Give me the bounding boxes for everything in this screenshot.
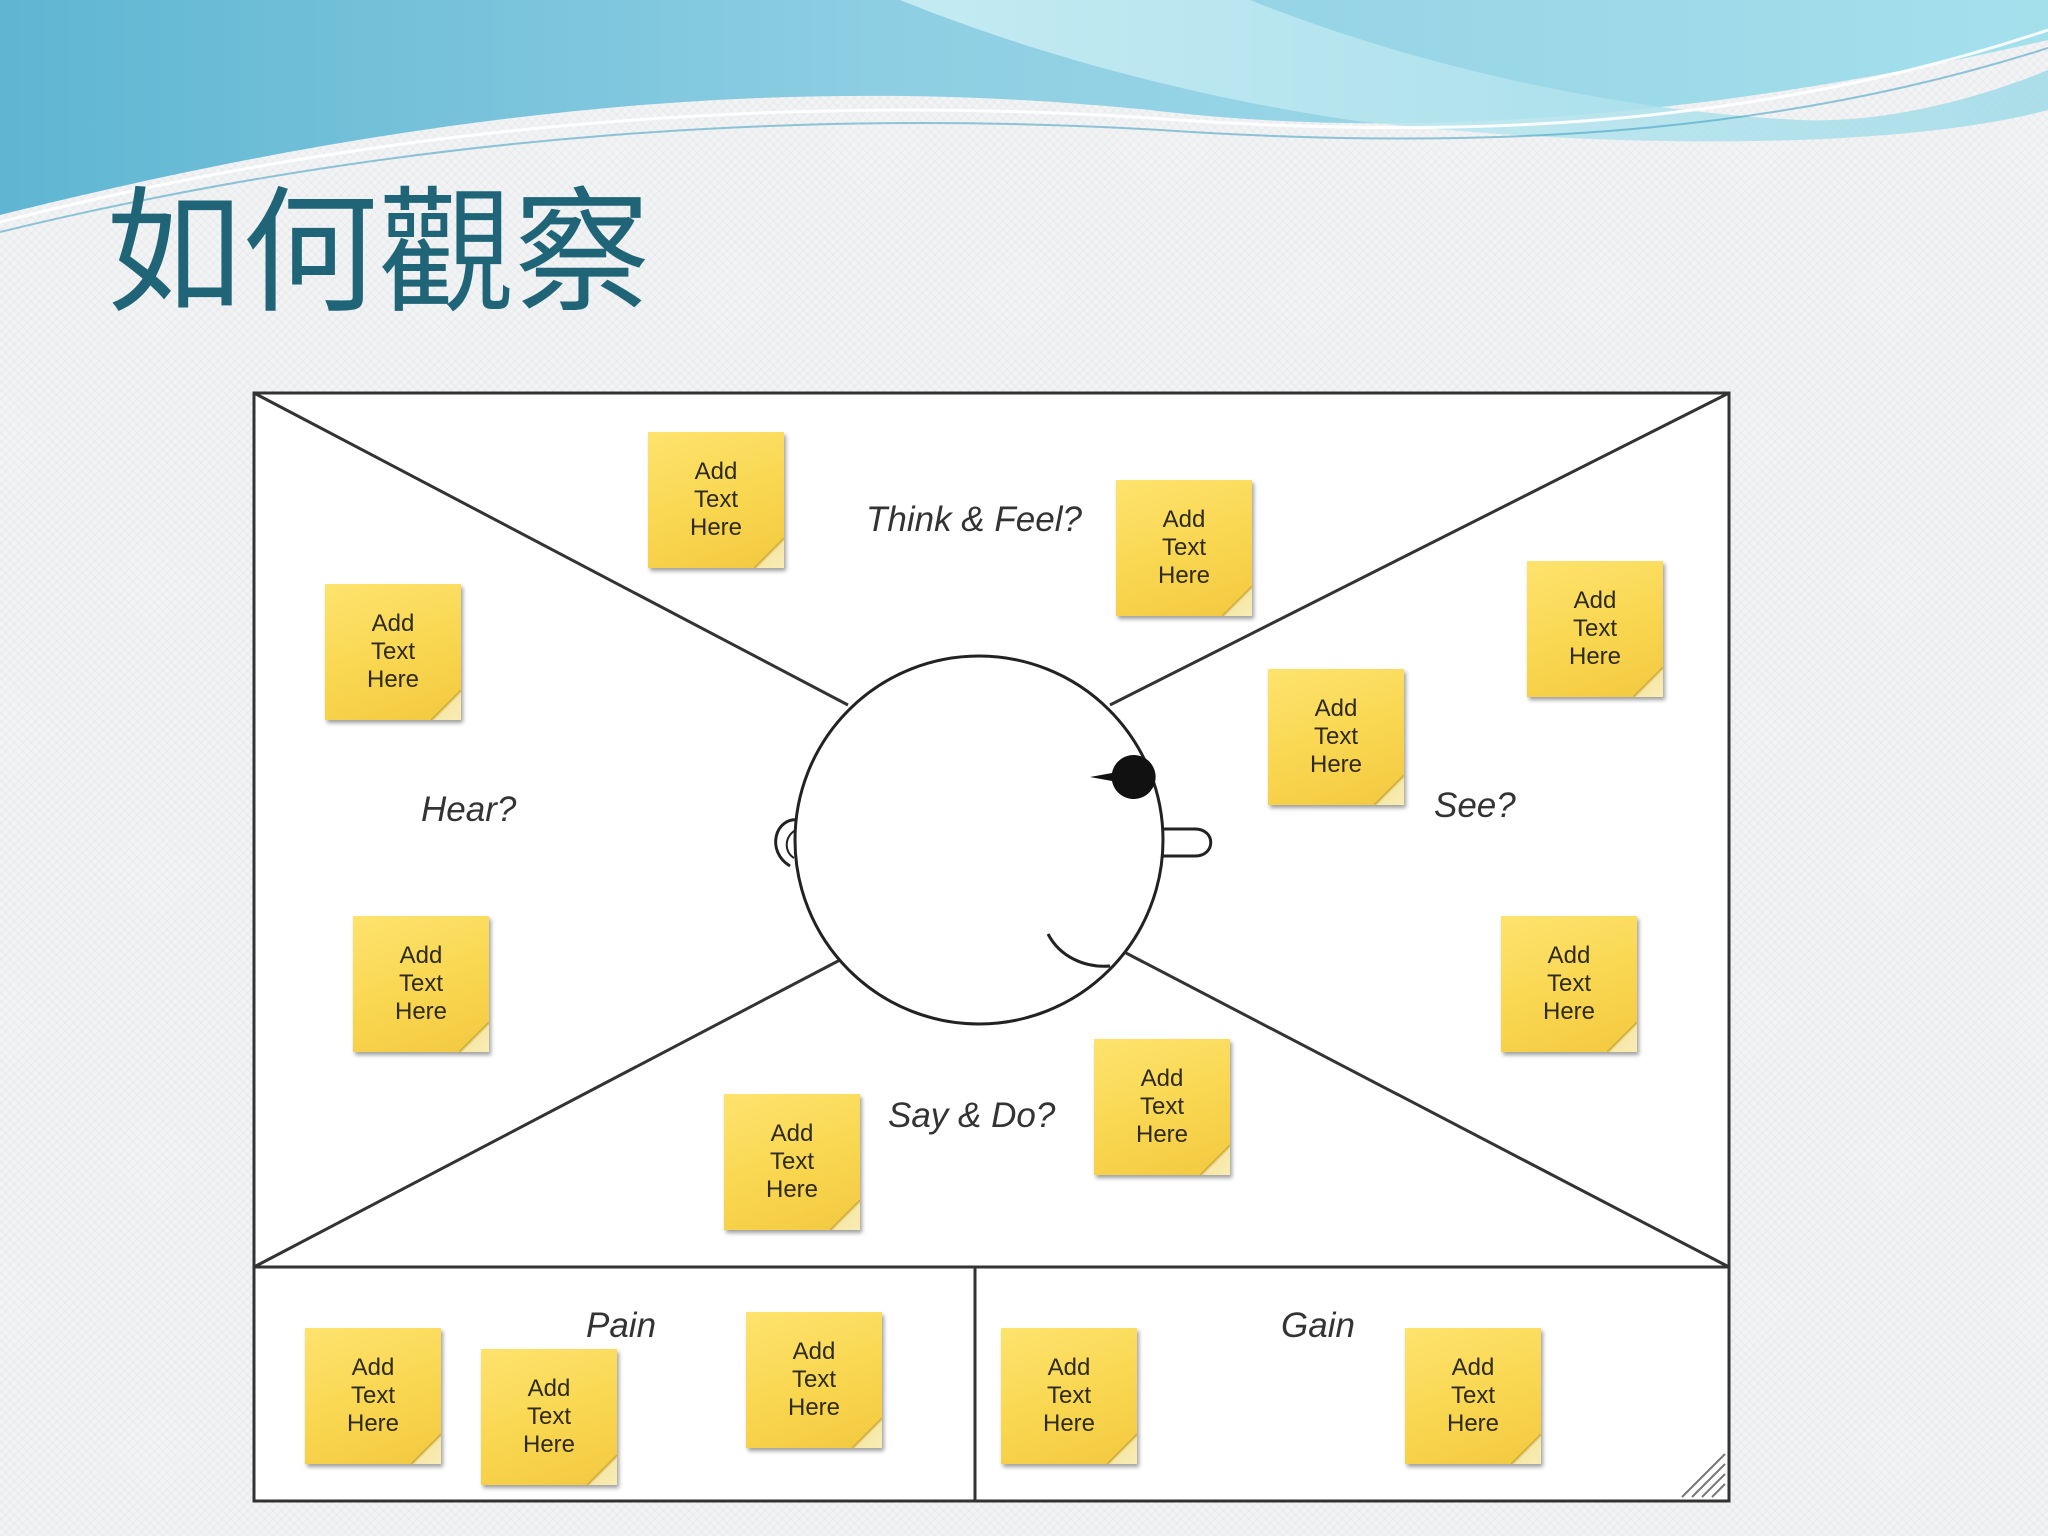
sticky-note-text: Add Text Here <box>1542 942 1596 1025</box>
sticky-note-text: Add Text Here <box>1568 587 1622 670</box>
sticky-note-text: Add Text Here <box>1309 695 1363 778</box>
sticky-note-text: Add Text Here <box>1157 506 1211 589</box>
sticky-note-text: Add Text Here <box>1446 1354 1500 1437</box>
sticky-note-text: Add Text Here <box>689 458 743 541</box>
pain-label: Pain <box>586 1306 657 1345</box>
sticky-note-text: Add Text Here <box>346 1354 400 1437</box>
sticky-note-hear-1[interactable]: Add Text Here <box>325 584 461 720</box>
sticky-note-think-feel-1[interactable]: Add Text Here <box>648 432 784 568</box>
head-icon <box>774 654 1213 1026</box>
resize-grip-icon <box>1681 1453 1726 1498</box>
nose-icon <box>1163 827 1213 858</box>
sticky-note-gain-2[interactable]: Add Text Here <box>1405 1328 1541 1464</box>
sticky-note-see-2[interactable]: Add Text Here <box>1268 669 1404 805</box>
sticky-note-say-do-1[interactable]: Add Text Here <box>724 1094 860 1230</box>
sticky-note-text: Add Text Here <box>1042 1354 1096 1437</box>
think-feel-label: Think & Feel? <box>866 500 1082 539</box>
sticky-note-think-feel-2[interactable]: Add Text Here <box>1116 480 1252 616</box>
sticky-note-pain-3[interactable]: Add Text Here <box>746 1312 882 1448</box>
sticky-note-see-3[interactable]: Add Text Here <box>1501 916 1637 1052</box>
header-wave-decoration <box>0 0 2048 233</box>
sticky-note-hear-2[interactable]: Add Text Here <box>353 916 489 1052</box>
sticky-note-pain-2[interactable]: Add Text Here <box>481 1349 617 1485</box>
diagonal-bottom-left <box>253 958 841 1269</box>
sticky-note-text: Add Text Here <box>522 1375 576 1458</box>
sticky-note-say-do-2[interactable]: Add Text Here <box>1094 1039 1230 1175</box>
sticky-note-gain-1[interactable]: Add Text Here <box>1001 1328 1137 1464</box>
eye-icon <box>1090 755 1156 800</box>
sticky-note-see-1[interactable]: Add Text Here <box>1527 561 1663 697</box>
mouth-icon <box>1046 933 1111 968</box>
diagonal-top-left <box>253 391 849 707</box>
say-do-label: Say & Do? <box>888 1096 1056 1135</box>
see-label: See? <box>1434 786 1516 825</box>
hear-label: Hear? <box>421 790 517 829</box>
sticky-note-text: Add Text Here <box>787 1338 841 1421</box>
sticky-note-text: Add Text Here <box>394 942 448 1025</box>
slide-title: 如何觀察 <box>106 175 650 333</box>
diagonal-bottom-right <box>1125 951 1730 1269</box>
sticky-note-text: Add Text Here <box>1135 1065 1189 1148</box>
diagonal-top-right <box>1109 391 1730 707</box>
sticky-note-text: Add Text Here <box>765 1120 819 1203</box>
sticky-note-pain-1[interactable]: Add Text Here <box>305 1328 441 1464</box>
sticky-note-text: Add Text Here <box>366 610 420 693</box>
gain-label: Gain <box>1281 1306 1355 1345</box>
